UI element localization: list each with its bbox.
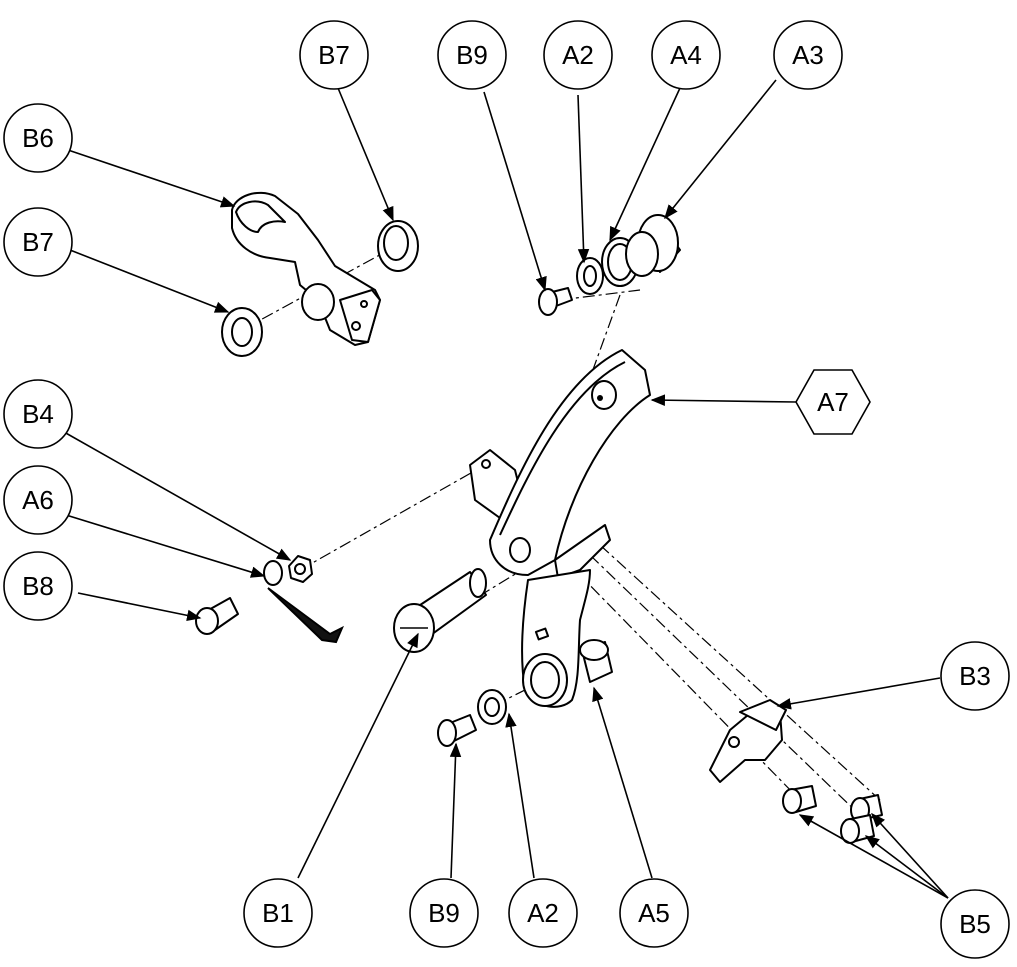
balloon-b7-top: B7	[299, 20, 369, 90]
screw-part-b9-bottom	[437, 714, 477, 747]
balloon-a7-label: A7	[817, 387, 849, 417]
clip-part-b3	[709, 699, 787, 783]
balloon-b4-label: B4	[22, 399, 54, 429]
balloon-b7-top-label: B7	[318, 40, 350, 70]
balloon-a5-label: A5	[638, 898, 670, 928]
balloon-b7-left: B7	[3, 207, 73, 277]
shaft-part-b1	[393, 568, 487, 653]
balloon-b3: B3	[940, 641, 1010, 711]
balloon-b6-label: B6	[22, 123, 54, 153]
balloon-a6-label: A6	[22, 485, 54, 515]
balloon-a3: A3	[773, 20, 843, 90]
balloon-a2-top: A2	[543, 20, 613, 90]
bracket-part-b6	[231, 191, 381, 346]
bushing-part-a3	[625, 214, 681, 277]
assembly-axis-lines	[241, 244, 881, 821]
washer-part-b7-left	[221, 307, 263, 357]
balloon-b5: B5	[940, 889, 1010, 959]
balloon-a5: A5	[619, 878, 689, 948]
screw-part-b9-top	[538, 287, 573, 316]
balloon-a7: A7	[795, 369, 871, 435]
washer-part-a2-bottom	[477, 689, 507, 725]
spring-part-a6	[263, 560, 344, 644]
balloon-a2-top-label: A2	[562, 40, 594, 70]
arm-part-a7	[469, 349, 651, 708]
balloon-a2-bottom-label: A2	[527, 898, 559, 928]
nut-part-b4	[288, 555, 313, 583]
balloon-a4: A4	[651, 20, 721, 90]
pin-part-a5	[579, 639, 613, 683]
balloon-b8-label: B8	[22, 571, 54, 601]
balloon-b3-label: B3	[959, 661, 991, 691]
washer-part-b7-top	[377, 220, 419, 272]
balloon-b1-label: B1	[262, 898, 294, 928]
balloon-a4-label: A4	[670, 40, 702, 70]
balloon-b9-top: B9	[437, 20, 507, 90]
balloon-a6: A6	[3, 465, 73, 535]
balloon-b4: B4	[3, 379, 73, 449]
balloon-b1: B1	[243, 878, 313, 948]
balloon-b7-left-label: B7	[22, 227, 54, 257]
leader-lines	[63, 79, 949, 899]
balloon-a3-label: A3	[792, 40, 824, 70]
rivet-part-b5-1	[782, 785, 817, 814]
screw-part-b8	[195, 597, 239, 635]
balloon-b9-bottom: B9	[409, 878, 479, 948]
balloon-b9-top-label: B9	[456, 40, 488, 70]
washer-part-a2-top	[576, 257, 604, 295]
balloon-b9-bottom-label: B9	[428, 898, 460, 928]
balloon-b6: B6	[3, 103, 73, 173]
balloon-b5-label: B5	[959, 909, 991, 939]
balloon-a2-bottom: A2	[508, 878, 578, 948]
balloon-b8: B8	[3, 551, 73, 621]
